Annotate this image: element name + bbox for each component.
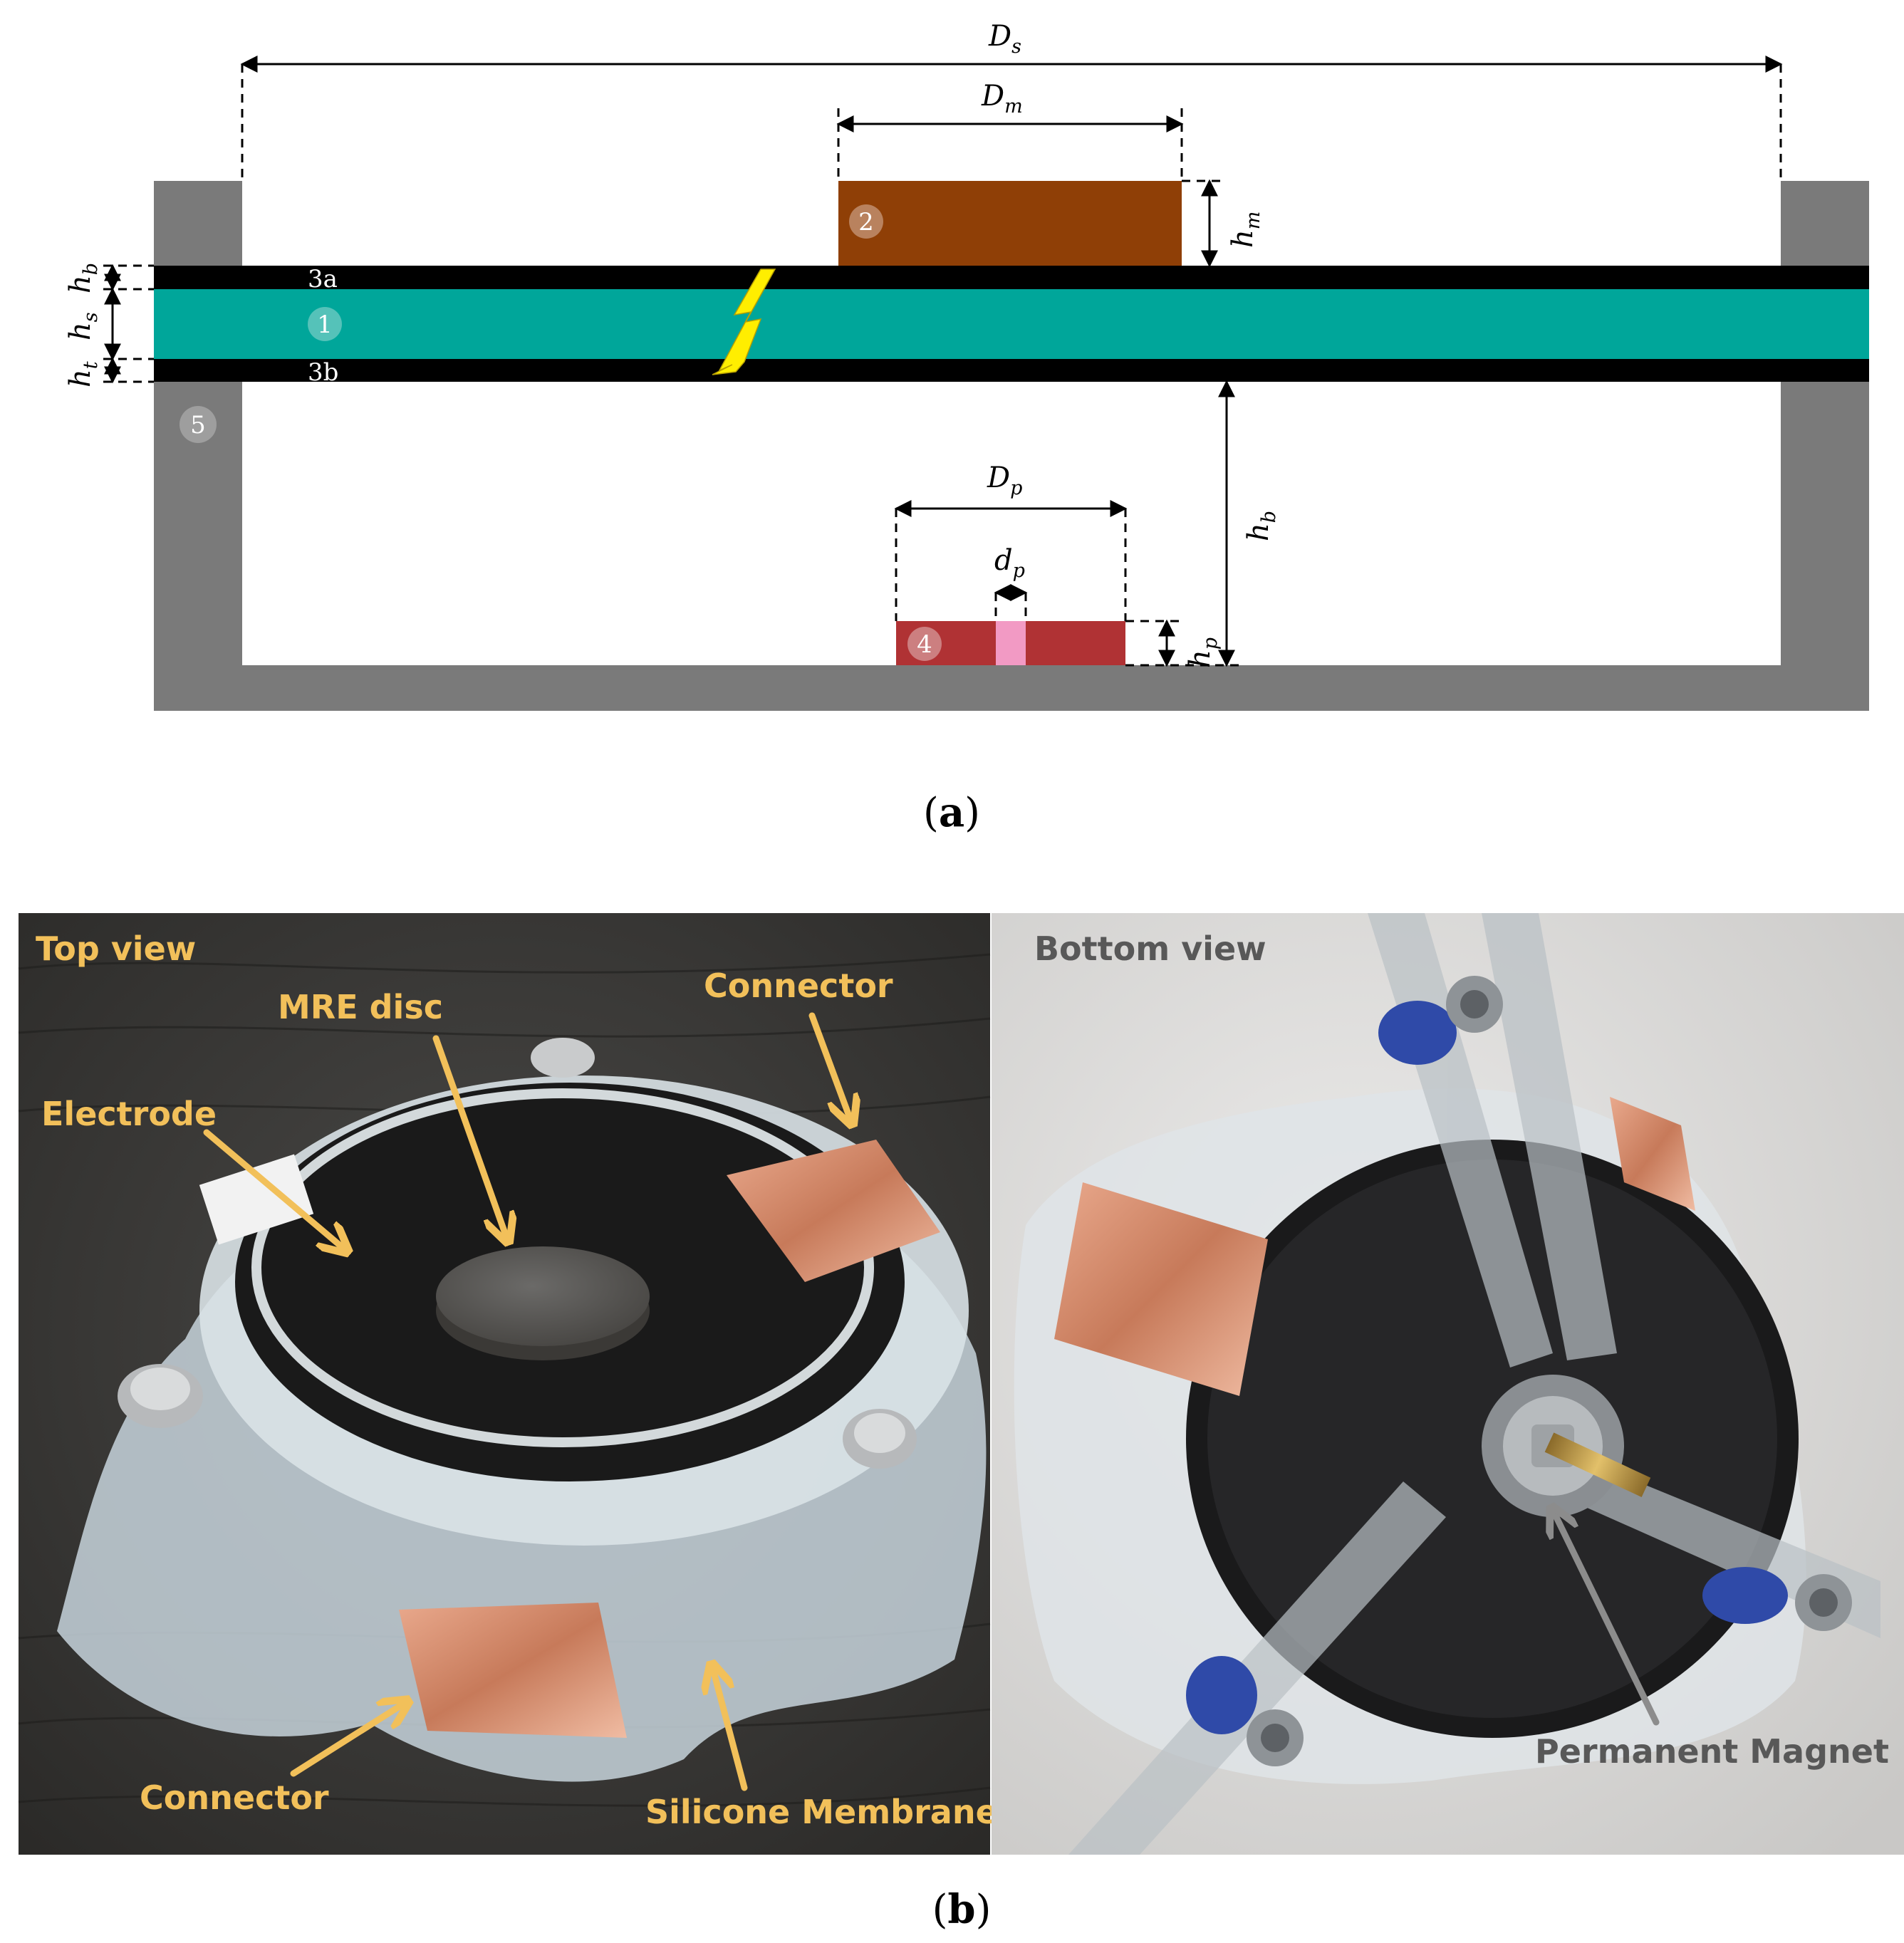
panel-b-bottom-view-photo: Bottom view Permanent Magnet: [992, 913, 1904, 1855]
hb-top-label: hb: [64, 263, 102, 293]
bolt-right: [843, 1409, 917, 1469]
mre-block-2: [838, 181, 1182, 266]
bolt-top-left: [118, 1364, 203, 1428]
svg-text:4: 4: [917, 630, 932, 659]
panel-b-top-view-photo: Top view MRE disc Connector Electrode Co…: [18, 913, 998, 1855]
bolt-top-center: [531, 1038, 595, 1078]
mre-disc-arrow: [432, 1035, 507, 1239]
mre-disc-label: MRE disc: [278, 988, 443, 1026]
housing-right-wall: [1781, 181, 1869, 711]
top-electrode-3a: [154, 266, 1869, 289]
marker-housing: 5: [180, 406, 217, 443]
yellow-callouts: [203, 1012, 851, 1791]
silicone-membrane-1: [154, 289, 1869, 359]
ds-label: Ds: [988, 20, 1021, 58]
housing-left-wall: [154, 181, 242, 711]
electrode-label: Electrode: [41, 1095, 217, 1133]
svg-text:5: 5: [190, 411, 206, 439]
lug-bottom: [1186, 1656, 1304, 1766]
paper-sticker: [199, 1154, 314, 1245]
bottom-view-title: Bottom view: [1034, 929, 1266, 968]
panel-a-schematic: Ds Dm hm hb hs ht hb Dp dp: [64, 20, 1869, 836]
connector-top-arrow: [808, 1012, 851, 1122]
mre-disc-photo: [436, 1246, 650, 1346]
layer-label-3b: 3b: [308, 358, 338, 387]
caption-b: (b): [932, 1886, 992, 1933]
hm-label: hm: [1227, 212, 1264, 248]
caption-a: (a): [923, 789, 980, 836]
copper-connector-bottom-view-right: [1610, 1097, 1695, 1211]
hs-label: hs: [64, 312, 102, 340]
dp-hole-label: dp: [994, 544, 1025, 582]
brass-bolt: [1544, 1432, 1651, 1497]
bottom-electrode-3b: [154, 359, 1869, 382]
housing-bottom: [154, 665, 1869, 711]
silicone-membrane-arrow: [712, 1667, 748, 1791]
acrylic-frame-inner: [251, 1088, 874, 1447]
marker-magnet: 4: [907, 627, 942, 661]
svg-text:2: 2: [858, 208, 874, 236]
connector-bottom-label: Connector: [140, 1778, 329, 1817]
hp-label: hp: [1184, 637, 1222, 668]
magnet-center-hole: [996, 621, 1026, 665]
hb-right-label: hb: [1242, 511, 1280, 541]
lug-right: [1702, 1567, 1852, 1631]
connector-bottom-arrow: [290, 1702, 406, 1777]
dp-upper-label: Dp: [987, 462, 1022, 499]
layer-label-3a: 3a: [308, 265, 338, 293]
copper-connector-top: [727, 1140, 940, 1282]
copper-connector-bottom: [399, 1603, 627, 1738]
dm-label: Dm: [981, 80, 1023, 118]
lightning-bolt-icon: [712, 269, 776, 375]
top-view-title: Top view: [36, 929, 196, 968]
marker-mre: 2: [849, 204, 883, 239]
electrode-arrow: [203, 1129, 345, 1250]
connector-top-label: Connector: [704, 967, 893, 1005]
silicone-membrane-label: Silicone Membrane: [645, 1793, 998, 1831]
permanent-magnet-label: Permanent Magnet: [1535, 1732, 1889, 1771]
svg-text:1: 1: [317, 311, 333, 339]
lug-top: [1378, 976, 1503, 1065]
marker-membrane: 1: [308, 307, 342, 341]
ht-label: ht: [64, 361, 102, 387]
permanent-magnet-arrow: [1553, 1510, 1660, 1726]
copper-connector-bottom-view-left: [1054, 1182, 1268, 1396]
